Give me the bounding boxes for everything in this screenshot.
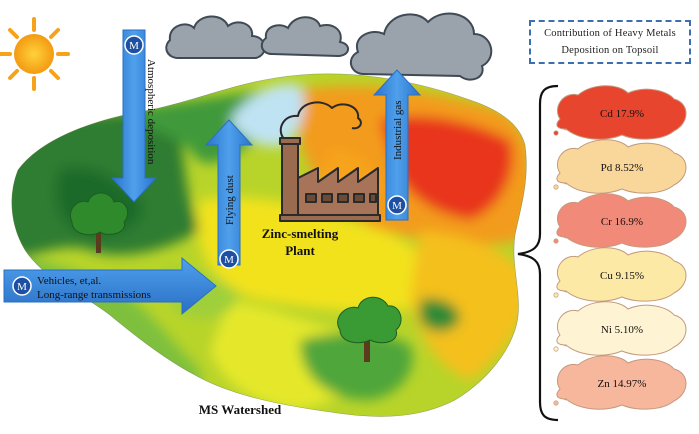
arrow-long-range-transmissions: M Vehicles, et,al. Long-range transmissi…: [3, 256, 217, 316]
contribution-bubble: Ni 5.10%: [553, 301, 687, 356]
curly-brace: [517, 84, 559, 422]
plant-label-line1: Zinc-smelting: [262, 226, 339, 241]
thought-bubble-cloud: [556, 139, 687, 194]
cloud-icon-3: [349, 12, 493, 81]
thought-bubble-cloud: [556, 301, 687, 356]
contribution-label: Pd 8.52%: [601, 162, 644, 174]
tree-icon-west: [70, 192, 129, 253]
contribution-bubble: Cu 9.15%: [553, 247, 687, 302]
metal-marker-icon: [219, 249, 239, 269]
contribution-label: Cd 17.9%: [600, 108, 644, 120]
thought-bubble-cloud: [556, 355, 687, 410]
thought-bubble-cloud: [556, 193, 687, 248]
thought-bubble-dot: [553, 184, 559, 190]
cloud-icon-1: [165, 15, 266, 59]
thought-bubble-dot: [553, 292, 559, 298]
thought-bubble-dot: [553, 400, 559, 406]
thought-bubble-cloud: [556, 247, 687, 302]
watershed-map: [11, 73, 527, 417]
plant-label-line2: Plant: [285, 243, 315, 258]
zinc-smelting-plant-icon: [279, 101, 381, 222]
metal-marker-label: M: [224, 254, 234, 266]
legend-box: Contribution of Heavy Metals Deposition …: [529, 20, 691, 64]
watershed-outline: [11, 73, 527, 417]
contribution-bubble: Zn 14.97%: [553, 355, 687, 410]
thought-bubble-dot: [553, 346, 559, 352]
contribution-label: Ni 5.10%: [601, 324, 643, 336]
metal-marker-icon: [124, 35, 144, 55]
tree-icon-south: [337, 296, 402, 362]
contribution-bubble: Pd 8.52%: [553, 139, 687, 194]
metal-marker-label: M: [129, 40, 139, 52]
contribution-bubbles: Cd 17.9% Pd 8.52% Cr 16.9% Cu 9.15% Ni 5.10%…: [553, 85, 687, 410]
long-range-label: Long-range transmissions: [37, 289, 151, 301]
thought-bubble-dot: [553, 238, 559, 244]
metal-marker-label: M: [17, 281, 27, 293]
contribution-label: Zn 14.97%: [598, 378, 647, 390]
metal-marker-icon: [12, 276, 32, 296]
atmospheric-deposition-label: Atmospheric deposition: [145, 59, 157, 165]
cloud-icon-2: [260, 16, 349, 58]
legend-title-line2: Deposition on Topsoil: [561, 45, 659, 56]
watershed-label: MS Watershed: [199, 402, 282, 417]
metal-marker-label: M: [392, 200, 402, 212]
flying-dust-label: Flying dust: [224, 175, 236, 225]
industrial-gas-label: Industrial gas: [392, 100, 404, 160]
arrow-flying-dust: Flying dust M: [204, 119, 254, 269]
contribution-label: Cr 16.9%: [601, 216, 643, 228]
vehicles-label: Vehicles, et,al.: [37, 275, 101, 287]
sun-icon: [0, 17, 70, 91]
contribution-label: Cu 9.15%: [600, 270, 644, 282]
thought-bubble-dot: [553, 130, 559, 136]
contribution-bubble: Cr 16.9%: [553, 193, 687, 248]
legend-title-line1: Contribution of Heavy Metals: [544, 28, 676, 39]
arrow-atmospheric-deposition: M Atmospheric deposition: [110, 29, 158, 203]
contribution-bubble: Cd 17.9%: [553, 85, 687, 140]
thought-bubble-cloud: [556, 85, 687, 140]
arrow-industrial-gas: Industrial gas M: [372, 69, 422, 221]
metal-marker-icon: [387, 195, 407, 215]
